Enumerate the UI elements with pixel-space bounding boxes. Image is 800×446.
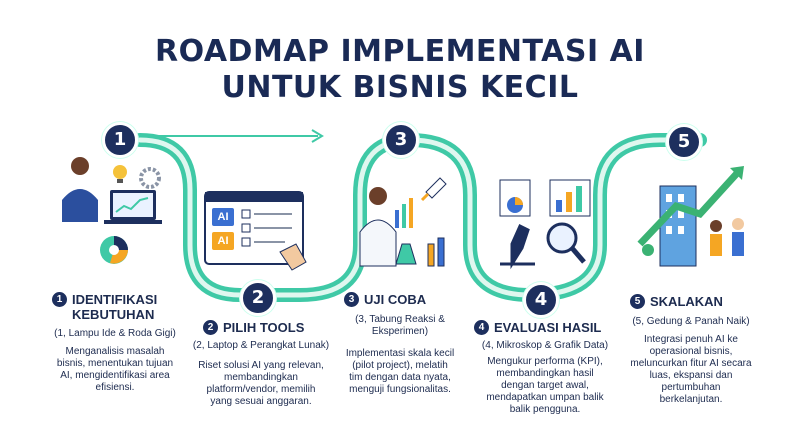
step-4-badge: 4 (523, 282, 559, 318)
step-5-bullet: 5 (630, 294, 645, 309)
step-3-note: (3, Tabung Reaksi &Eksperimen) (355, 314, 445, 337)
step-3-heading-text: UJI COBA (364, 292, 427, 307)
step-5-note: (5, Gedung & Panah Naik) (632, 316, 750, 327)
step-2-note: (2, Laptop & Perangkat Lunak) (192, 340, 330, 351)
arrow-head-icon (311, 129, 324, 143)
step-2-desc: Riset solusi AI yang relevan,membandingk… (198, 360, 324, 407)
step-4-desc: Mengukur performa (KPI),membandingkan ha… (486, 356, 604, 415)
step-4-heading-text: EVALUASI HASIL (494, 320, 602, 335)
step-5-badge: 5 (666, 124, 702, 160)
step-4-bullet: 4 (474, 320, 489, 335)
step-1-badge: 1 (102, 122, 138, 158)
step-2-heading-text: PILIH TOOLS (223, 320, 305, 335)
step-3-badge: 3 (383, 122, 419, 158)
step-5-heading: 5 SKALAKAN (630, 294, 723, 309)
step-3-heading: 3 UJI COBA (344, 292, 426, 307)
step-1-heading-line1: IDENTIFIKASI (72, 292, 158, 307)
step-2-heading: 2 PILIH TOOLS (203, 320, 304, 335)
title-line-2: UNTUK BISNIS KECIL (221, 70, 579, 105)
step-3-desc: Implementasi skala kecil(pilot project),… (345, 348, 455, 395)
title-line-1: ROADMAP IMPLEMENTASI AI (155, 34, 645, 69)
microscope-magnifier-chart-icon (499, 179, 591, 270)
building-arrow-up-icon (637, 166, 744, 267)
step-2-badge: 2 (240, 280, 276, 316)
step-5-heading-text: SKALAKAN (650, 294, 723, 309)
scientist-rocket-flask-icon (359, 177, 447, 267)
browser-ai-checklist-icon (204, 191, 307, 271)
step-3-bullet: 3 (344, 292, 359, 307)
step-2-bullet: 2 (203, 320, 218, 335)
step-1-bullet: 1 (52, 292, 67, 307)
step-4-heading: 4 EVALUASI HASIL (474, 320, 601, 335)
screen-label-ai-1: AI (217, 211, 229, 223)
step-4-note: (4, Mikroskop & Grafik Data) (481, 340, 609, 351)
step-1-heading-line2: KEBUTUHAN (72, 307, 155, 322)
screen-label-ai-2: AI (217, 235, 229, 247)
step-1-note: (1, Lampu Ide & Roda Gigi) (54, 328, 176, 339)
person-thinking-lightbulb-gear-icon (62, 157, 162, 264)
